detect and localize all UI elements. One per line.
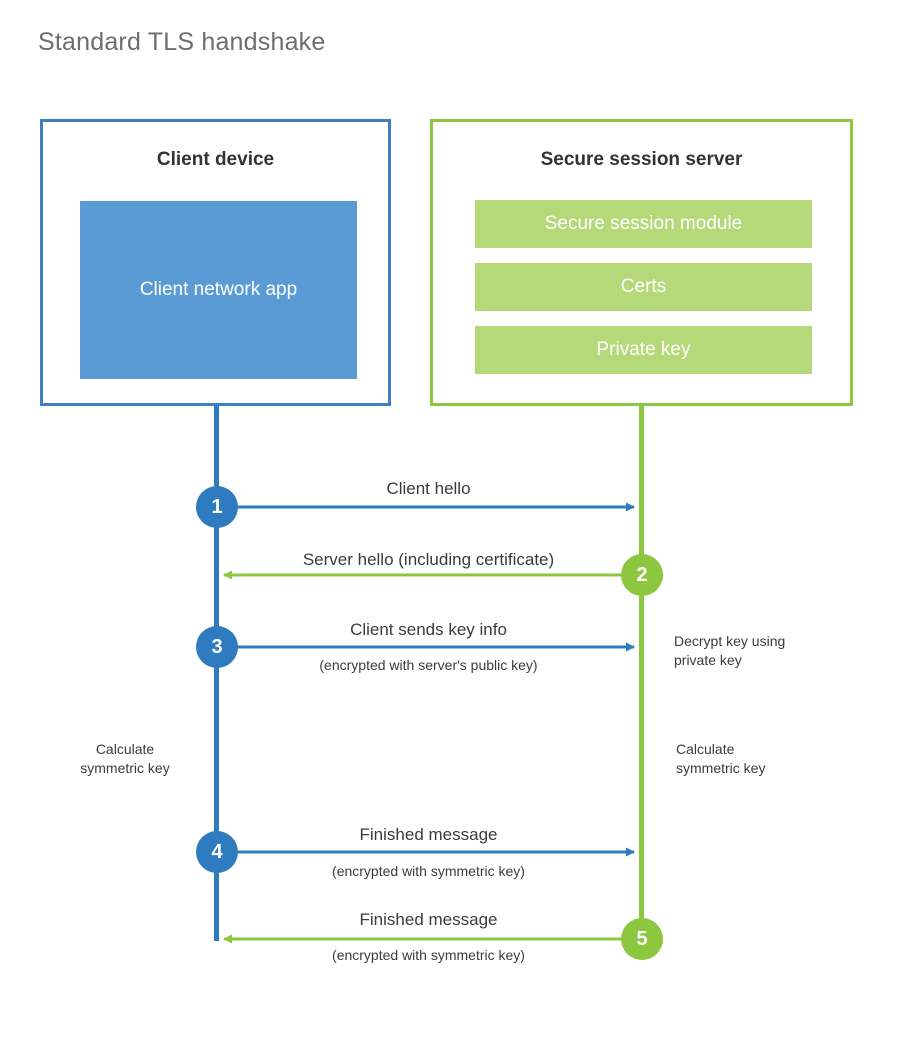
- server-module-secure-session-module: Secure session module: [475, 200, 812, 248]
- annotation-decrypt-key-line-1: Decrypt key using: [674, 633, 786, 649]
- annotation-client-calc-line-1: Calculate: [95, 741, 155, 757]
- message-label-step-1: Client hello: [386, 479, 471, 498]
- annotation-server-calc-line-1: Calculate: [676, 741, 735, 757]
- client-device-box: Client device Client network app: [40, 119, 391, 406]
- step-marker-4[interactable]: 4: [196, 831, 238, 873]
- annotation-server-calculate-symmetric-key: Calculate symmetric key: [676, 740, 836, 778]
- server-module-certs: Certs: [475, 263, 812, 311]
- step-marker-1[interactable]: 1: [196, 486, 238, 528]
- annotation-decrypt-key-line-2: private key: [674, 651, 742, 668]
- step-marker-2[interactable]: 2: [621, 554, 663, 596]
- message-label-step-2: Server hello (including certificate): [302, 550, 555, 569]
- annotation-decrypt-key: Decrypt key using private key: [674, 632, 864, 670]
- message-label-step-5: Finished message: [359, 910, 498, 929]
- message-label-step-4: Finished message: [359, 825, 498, 844]
- client-device-title: Client device: [156, 149, 275, 170]
- step-marker-3[interactable]: 3: [196, 626, 238, 668]
- annotation-client-calculate-symmetric-key: Calculate symmetric key: [60, 740, 190, 778]
- server-module-private-key: Private key: [475, 326, 812, 374]
- message-sublabel-step-5: (encrypted with symmetric key): [332, 947, 525, 963]
- step-marker-5[interactable]: 5: [621, 918, 663, 960]
- message-sublabel-step-3: (encrypted with server's public key): [319, 657, 538, 673]
- message-sublabel-step-4: (encrypted with symmetric key): [332, 863, 525, 879]
- page-title: Standard TLS handshake: [38, 28, 326, 56]
- server-module-list: Secure session module Certs Private key: [475, 200, 812, 374]
- message-label-step-3: Client sends key info: [350, 620, 507, 639]
- annotation-server-calc-line-2: symmetric key: [676, 759, 766, 776]
- annotation-client-calc-line-2: symmetric key: [80, 759, 170, 776]
- client-network-app-block: Client network app: [80, 201, 357, 379]
- secure-session-server-box: Secure session server Secure session mod…: [430, 119, 853, 406]
- secure-session-server-title: Secure session server: [540, 149, 743, 170]
